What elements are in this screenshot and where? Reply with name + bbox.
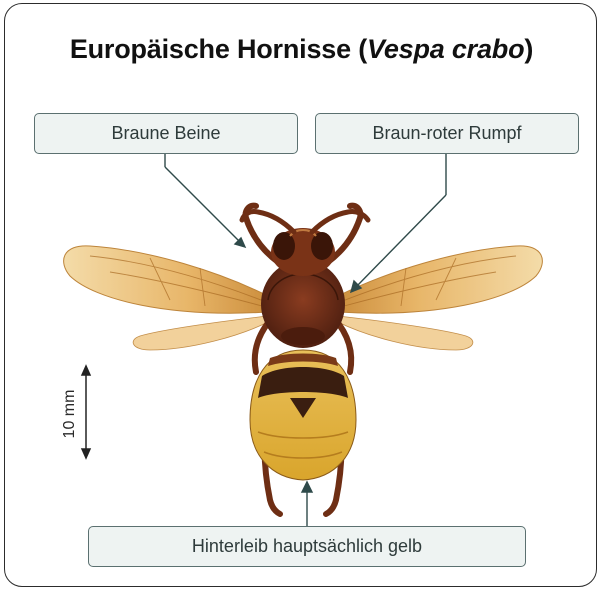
left-wing [64, 246, 268, 350]
head [271, 228, 335, 276]
abdomen-pointer-arrowhead [302, 482, 312, 492]
label-abdomen: Hinterleib hauptsächlich gelb [88, 526, 526, 567]
scale-bar [82, 366, 90, 458]
abdomen [250, 350, 356, 480]
right-wing [338, 246, 542, 350]
label-thorax: Braun-roter Rumpf [315, 113, 579, 154]
scale-bar-label: 10 mm [61, 384, 79, 444]
legs-pointer-diagonal [165, 167, 240, 242]
label-legs: Braune Beine [34, 113, 298, 154]
